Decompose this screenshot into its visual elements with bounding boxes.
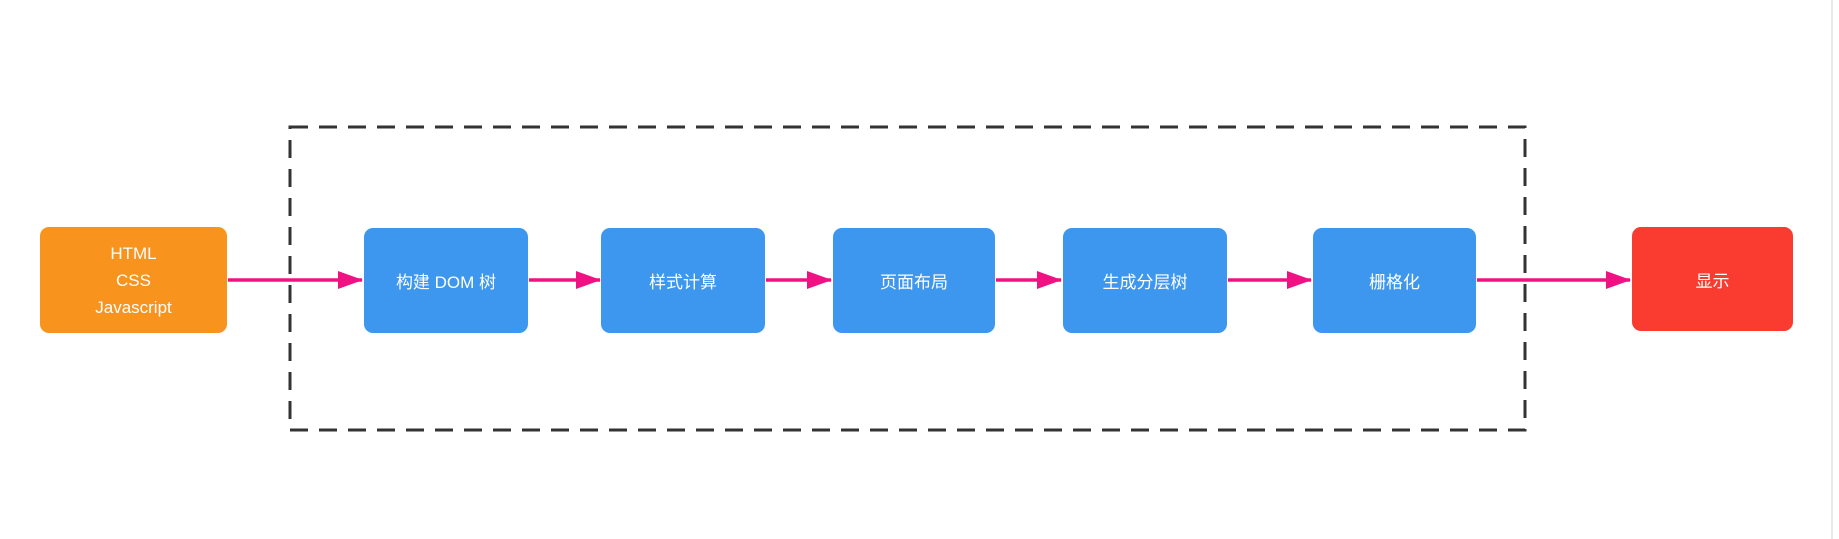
source-line-css: CSS	[116, 270, 151, 290]
node-generate-layer-tree: 生成分层树	[1063, 228, 1227, 333]
node-build-dom-tree: 构建 DOM 树	[364, 228, 528, 333]
node-label: 构建 DOM 树	[395, 273, 497, 292]
node-label: 生成分层树	[1102, 273, 1188, 292]
source-line-html: HTML	[110, 243, 157, 263]
node-label: 显示	[1695, 271, 1730, 291]
node-display: 显示	[1632, 227, 1793, 331]
node-label: 页面布局	[880, 273, 948, 292]
node-style-calculation: 样式计算	[601, 228, 765, 333]
content-edge-divider	[1831, 0, 1833, 539]
node-rasterization: 栅格化	[1313, 228, 1476, 333]
node-label: 栅格化	[1369, 273, 1420, 292]
node-page-layout: 页面布局	[833, 228, 995, 333]
source-line-javascript: Javascript	[95, 297, 172, 317]
node-label: 样式计算	[649, 273, 717, 292]
node-source-html-css-js: HTML CSS Javascript	[40, 227, 227, 333]
